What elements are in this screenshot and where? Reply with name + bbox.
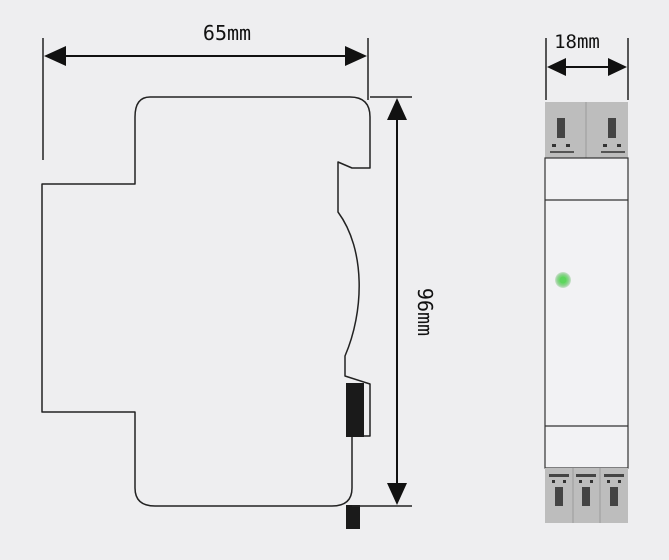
led-indicator [559,276,567,284]
top-terminal-dot [617,144,621,147]
top-terminal-dot [603,144,607,147]
bottom-terminal-dot [590,480,593,483]
width-label: 65mm [203,21,251,45]
bottom-terminal-screw-1 [555,487,563,506]
device-body-outline [41,96,371,507]
top-terminal-screw-right [608,118,616,138]
din-rail-tab [346,505,360,529]
depth-label: 18mm [554,31,600,53]
depth-arrow-right [608,58,627,76]
bottom-terminal-dot [618,480,621,483]
bottom-terminal-block [545,468,628,523]
width-arrow-left [44,46,66,66]
height-arrow-bottom [387,483,407,505]
top-terminal-screw-left [557,118,565,138]
bottom-terminal-dot [552,480,555,483]
bottom-terminal-dot [607,480,610,483]
width-dimension: 65mm [42,21,369,160]
bottom-terminal-screw-3 [610,487,618,506]
top-terminal-bar [601,151,625,153]
front-view: 18mm [544,31,629,523]
depth-arrow-left [547,58,566,76]
top-terminal-block [545,102,628,158]
height-arrow-top [387,98,407,120]
height-label: 96mm [413,288,437,336]
side-view: 65mm 96mm [41,21,437,529]
bottom-terminal-bar [576,474,596,477]
front-body-outline [544,157,629,469]
bottom-terminal-bar [549,474,569,477]
top-terminal-bar [550,151,574,153]
bottom-terminal-bar [604,474,624,477]
width-arrow-right [345,46,367,66]
depth-dimension: 18mm [545,31,629,100]
height-dimension: 96mm [352,96,437,507]
top-terminal-dot [552,144,556,147]
bottom-terminal-dot [563,480,566,483]
din-rail-clip [346,383,364,437]
bottom-terminal-screw-2 [582,487,590,506]
bottom-terminal-dot [579,480,582,483]
top-terminal-dot [566,144,570,147]
